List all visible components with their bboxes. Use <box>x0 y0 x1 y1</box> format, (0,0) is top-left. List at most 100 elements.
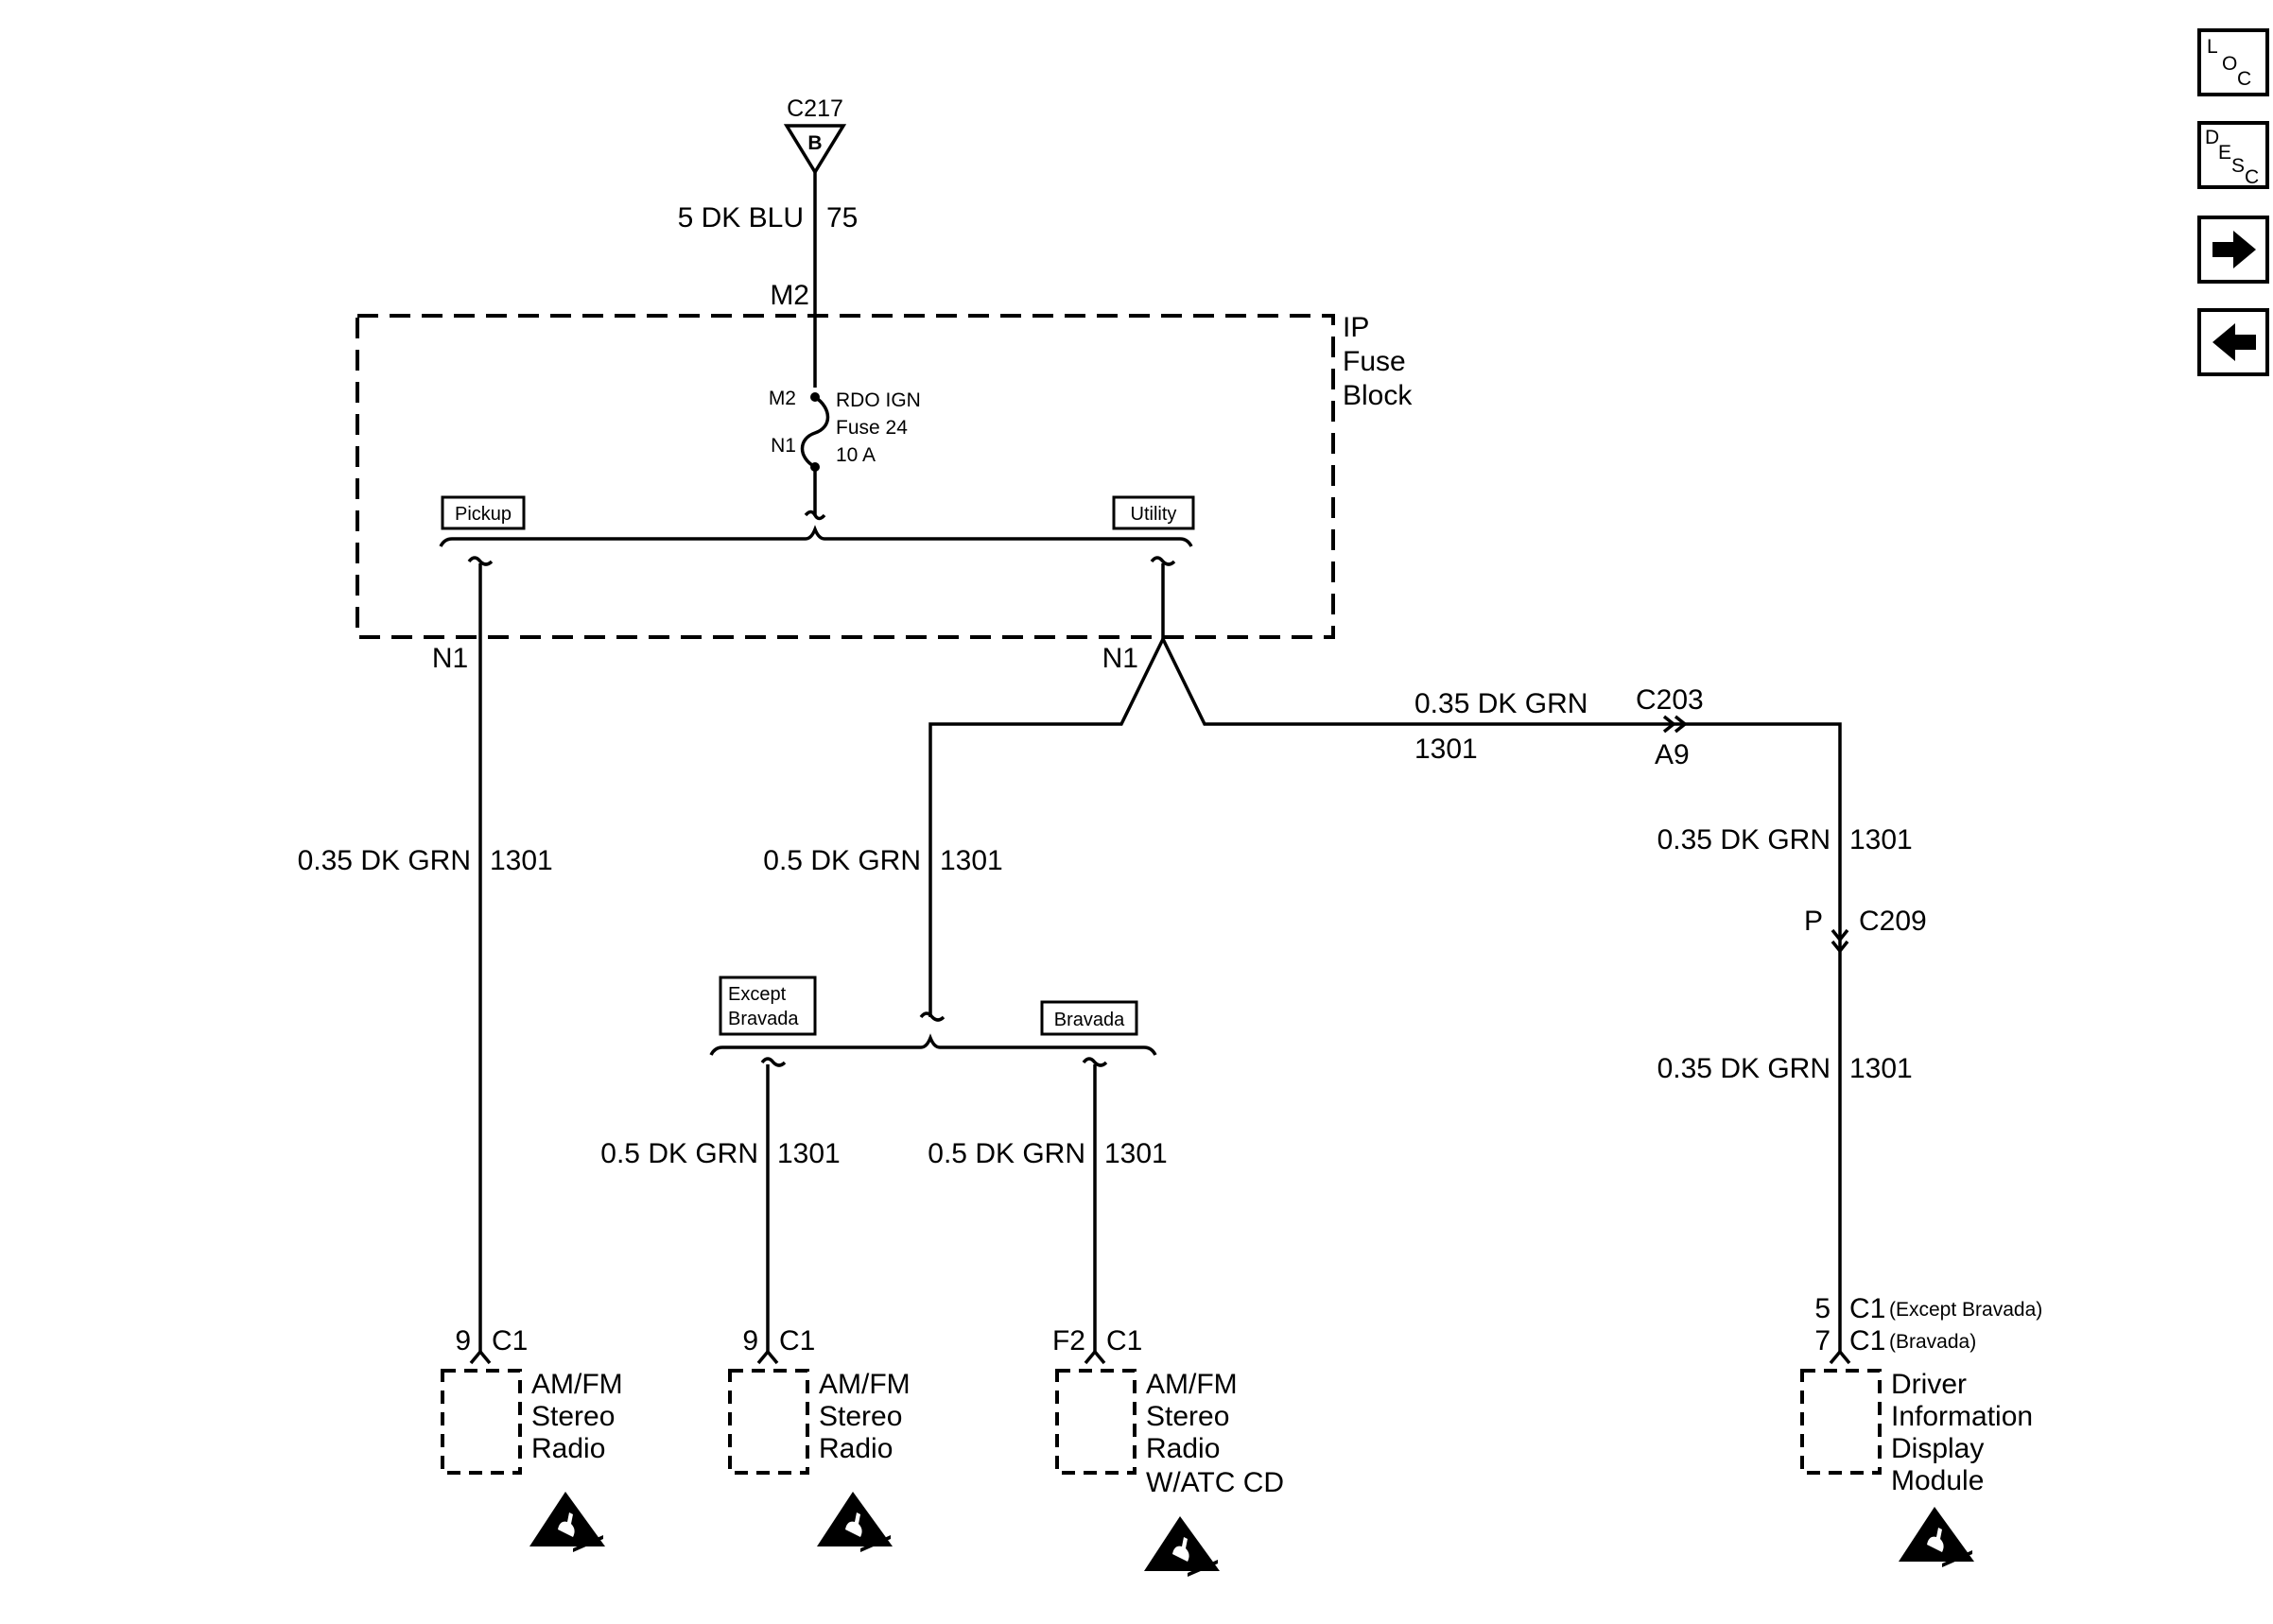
radio-3-name-2: Stereo <box>1146 1401 1229 1432</box>
next-page-button[interactable] <box>2197 216 2269 284</box>
fuse-input-pin: M2 <box>769 388 796 409</box>
radio-3-terminal <box>1084 1349 1106 1365</box>
radio-1-terminal <box>469 1349 492 1365</box>
except-bravada-wire-label: 0.5 DK GRN <box>600 1138 758 1169</box>
except-bravada-wire-circuit: 1301 <box>777 1138 841 1169</box>
splice-mark-utility <box>1150 556 1176 566</box>
arrow-left-icon <box>2212 323 2256 361</box>
radio-1-box <box>441 1369 522 1475</box>
bravada-option-group: Except Bravada Bravada <box>709 976 1157 1067</box>
option-bravada-box <box>1040 1000 1138 1036</box>
loc-button-letter-1: L <box>2207 36 2218 58</box>
esd-warning-icon <box>529 1492 605 1552</box>
radio-2-pin: 9 <box>742 1325 758 1356</box>
ip-fuse-block: IP Fuse Block M2 N1 RDO IGN Fuse 24 10 A… <box>356 312 1413 639</box>
option-except-bravada-box <box>719 976 817 1036</box>
radio-3-name-4: W/ATC CD <box>1146 1467 1284 1498</box>
connector-c217: C217 B <box>783 95 847 176</box>
bravada-wire-circuit: 1301 <box>1104 1138 1168 1169</box>
radio-3-pin: F2 <box>1052 1325 1085 1356</box>
dim-pin-b: 7 <box>1814 1325 1831 1356</box>
option-pickup-label: Pickup <box>455 504 512 525</box>
connector-c217-symbol <box>783 124 847 176</box>
connector-c217-label: C217 <box>787 95 843 122</box>
connector-c209-pin: P <box>1804 906 1823 937</box>
option-except-bravada-label-2: Bravada <box>728 1009 799 1029</box>
dim-connector-a: C1 <box>1849 1293 1885 1324</box>
fuse-block-input-pin: M2 <box>770 280 809 311</box>
component-radio-1: 9 C1 AM/FM Stereo Radio <box>441 1325 623 1552</box>
pickup-wire-label: 0.35 DK GRN <box>298 845 471 876</box>
radio-3-name-1: AM/FM <box>1146 1369 1238 1400</box>
esd-warning-icon <box>1144 1516 1220 1577</box>
dim-upper-wire-label: 0.35 DK GRN <box>1657 824 1831 855</box>
utility-right-wire-circuit: 1301 <box>1414 734 1478 765</box>
radio-2-name-2: Stereo <box>819 1401 902 1432</box>
loc-button-letter-2: O <box>2222 53 2237 75</box>
option-utility-box <box>1112 495 1195 530</box>
splice-mark-pickup <box>467 556 494 566</box>
loc-button[interactable]: L O C <box>2197 28 2269 96</box>
connector-c217-pin: B <box>807 132 822 154</box>
dim-note-a: (Except Bravada) <box>1889 1299 2042 1321</box>
utility-left-wire <box>928 638 1165 1017</box>
radio-1-name-1: AM/FM <box>531 1369 623 1400</box>
radio-3-box <box>1055 1369 1136 1475</box>
connector-c203-label: C203 <box>1636 684 1704 716</box>
dim-terminal <box>1829 1349 1851 1365</box>
bravada-wire-label: 0.5 DK GRN <box>928 1138 1085 1169</box>
connector-c203-pin: A9 <box>1655 739 1690 770</box>
previous-page-button[interactable] <box>2197 308 2269 376</box>
dim-box <box>1800 1369 1882 1475</box>
radio-1-connector: C1 <box>492 1325 528 1356</box>
dim-pin-a: 5 <box>1814 1293 1831 1324</box>
dim-lower-wire-label: 0.35 DK GRN <box>1657 1053 1831 1084</box>
fuse-output-pin: N1 <box>771 435 796 457</box>
radio-1-pin: 9 <box>455 1325 471 1356</box>
fuse-label-2: Fuse 24 <box>836 417 908 439</box>
radio-2-connector: C1 <box>779 1325 815 1356</box>
ip-fuse-block-title-1: IP <box>1343 312 1369 343</box>
component-radio-3: F2 C1 AM/FM Stereo Radio W/ATC CD <box>1052 1325 1284 1577</box>
radio-2-name-3: Radio <box>819 1433 893 1464</box>
dim-name-2: Information <box>1891 1401 2033 1432</box>
option-utility-label: Utility <box>1131 504 1177 525</box>
bravada-option-bracket <box>709 1033 1157 1056</box>
radio-1-name-3: Radio <box>531 1433 605 1464</box>
option-bravada-label: Bravada <box>1054 1010 1125 1030</box>
feed-wire-label: 5 DK BLU <box>678 202 804 233</box>
dim-name-3: Display <box>1891 1433 1984 1464</box>
desc-button[interactable]: D E S C <box>2197 121 2269 189</box>
desc-button-letter-1: D <box>2205 127 2219 148</box>
splice-mark-bravada <box>919 1011 946 1022</box>
connector-c209-label: C209 <box>1859 906 1927 937</box>
splice-mark-except-bravada <box>760 1057 787 1067</box>
arrow-right-icon <box>2212 231 2256 268</box>
utility-output-pin: N1 <box>1102 643 1138 674</box>
desc-button-letter-3: S <box>2231 155 2245 177</box>
desc-button-letter-2: E <box>2218 142 2231 164</box>
utility-left-wire-circuit: 1301 <box>940 845 1003 876</box>
dim-connector-b: C1 <box>1849 1325 1885 1356</box>
pickup-utility-bracket <box>439 525 1193 547</box>
connector-c203: C203 A9 <box>1636 684 1704 770</box>
dim-name-4: Module <box>1891 1465 1984 1496</box>
component-radio-2: 9 C1 AM/FM Stereo Radio <box>728 1325 911 1552</box>
radio-2-box <box>728 1369 809 1475</box>
desc-button-letter-4: C <box>2245 166 2259 188</box>
fuse-label-1: RDO IGN <box>836 389 921 411</box>
dim-name-1: Driver <box>1891 1369 1967 1400</box>
ip-fuse-block-outline <box>356 314 1335 639</box>
radio-1-name-2: Stereo <box>531 1401 615 1432</box>
esd-warning-icon <box>1899 1507 1974 1567</box>
utility-right-wire-label: 0.35 DK GRN <box>1414 688 1588 719</box>
radio-2-name-1: AM/FM <box>819 1369 911 1400</box>
fuse-label-3: 10 A <box>836 444 876 466</box>
feed-wire-circuit: 75 <box>826 202 858 233</box>
ip-fuse-block-title-2: Fuse <box>1343 346 1406 377</box>
esd-warning-icon <box>817 1492 893 1552</box>
radio-3-connector: C1 <box>1106 1325 1142 1356</box>
connector-c209: P C209 <box>1804 906 1927 954</box>
dim-note-b: (Bravada) <box>1889 1331 1976 1353</box>
